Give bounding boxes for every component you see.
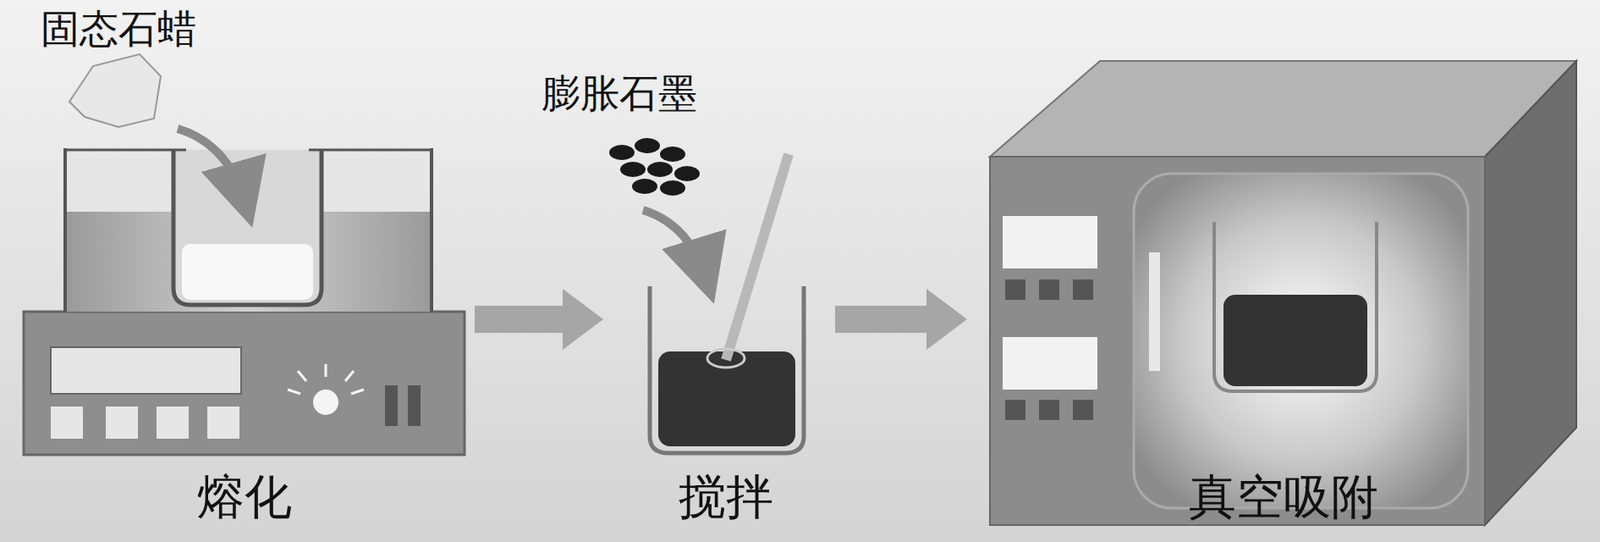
vacuum-oven	[989, 60, 1577, 525]
hot-plate	[23, 311, 465, 455]
paraffin-chunk	[69, 54, 161, 127]
graphite-particles	[609, 137, 700, 196]
stage-caption: 真空吸附	[989, 469, 1577, 524]
stage-caption: 熔化	[23, 469, 465, 524]
process-stage: 熔化	[23, 135, 465, 534]
material-label: 固态石蜡	[40, 6, 197, 52]
flow-arrow	[474, 288, 604, 350]
stir-beaker	[649, 153, 804, 453]
pointer-arrow	[643, 209, 707, 280]
flow-arrow	[835, 288, 968, 350]
water-bath	[65, 148, 432, 312]
material-label: 膨胀石墨	[541, 71, 698, 116]
process-stage: 真空吸附	[989, 135, 1577, 534]
process-stage: 搅拌	[626, 135, 825, 534]
pointer-arrow	[177, 128, 246, 204]
stage-caption: 搅拌	[626, 469, 825, 524]
